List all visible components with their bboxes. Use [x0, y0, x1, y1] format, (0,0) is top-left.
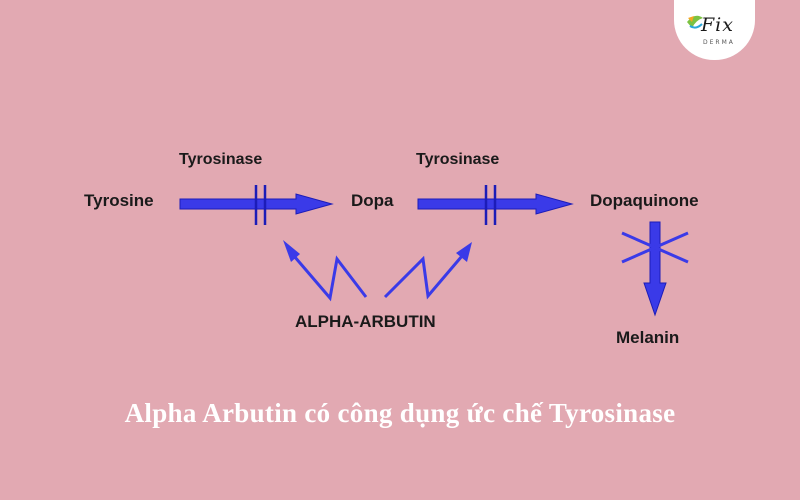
leaf-logo-icon — [687, 15, 703, 29]
enzyme-label-second: Tyrosinase — [416, 151, 500, 168]
inhibition-mark-first — [254, 185, 267, 225]
brand-sub: DERMA — [703, 39, 735, 46]
node-dopa: Dopa — [351, 191, 394, 210]
brand-name: Fix — [701, 14, 734, 36]
node-inhibitor: ALPHA-ARBUTIN — [295, 312, 436, 331]
inhibition-mark-second — [484, 185, 497, 225]
zigzag-arrow-left — [283, 240, 368, 302]
node-dopaquinone: Dopaquinone — [590, 191, 699, 210]
node-melanin: Melanin — [616, 328, 680, 347]
node-tyrosine: Tyrosine — [84, 191, 154, 210]
enzyme-label-first: Tyrosinase — [179, 151, 263, 168]
zigzag-arrow-right — [383, 242, 472, 300]
arrow-dopaquinone-to-melanin — [643, 221, 667, 317]
caption-text: Alpha Arbutin có công dụng ức chế Tyrosi… — [124, 398, 676, 428]
cross-mark — [621, 231, 689, 264]
